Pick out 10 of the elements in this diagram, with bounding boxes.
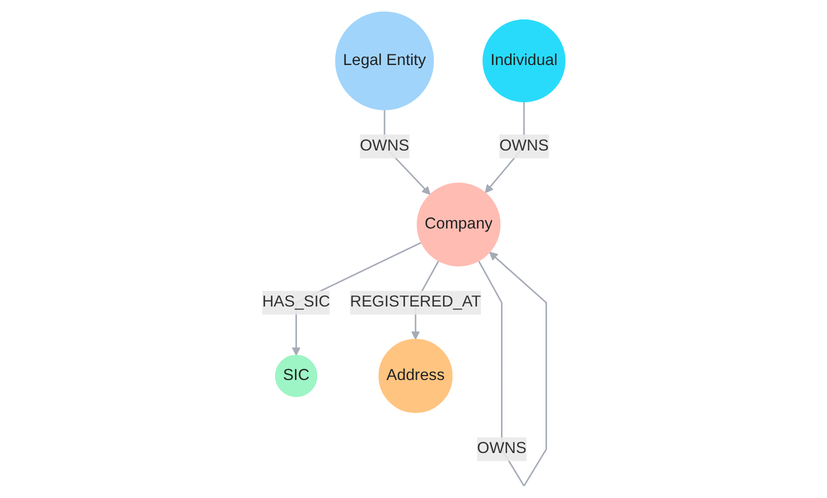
node-circle: Address bbox=[378, 338, 452, 413]
edge-label: OWNS bbox=[360, 138, 410, 154]
edge-label: HAS_SIC bbox=[262, 294, 330, 311]
edge-label: OWNS bbox=[476, 440, 526, 458]
node-circle: Individual bbox=[482, 19, 566, 102]
edge-label: OWNS bbox=[499, 138, 549, 154]
node-circle: Legal Entity bbox=[335, 11, 434, 110]
node-circle: SIC bbox=[274, 354, 318, 398]
edge-label: REGISTERED_AT bbox=[350, 294, 481, 311]
node-circle: Company bbox=[416, 182, 500, 266]
